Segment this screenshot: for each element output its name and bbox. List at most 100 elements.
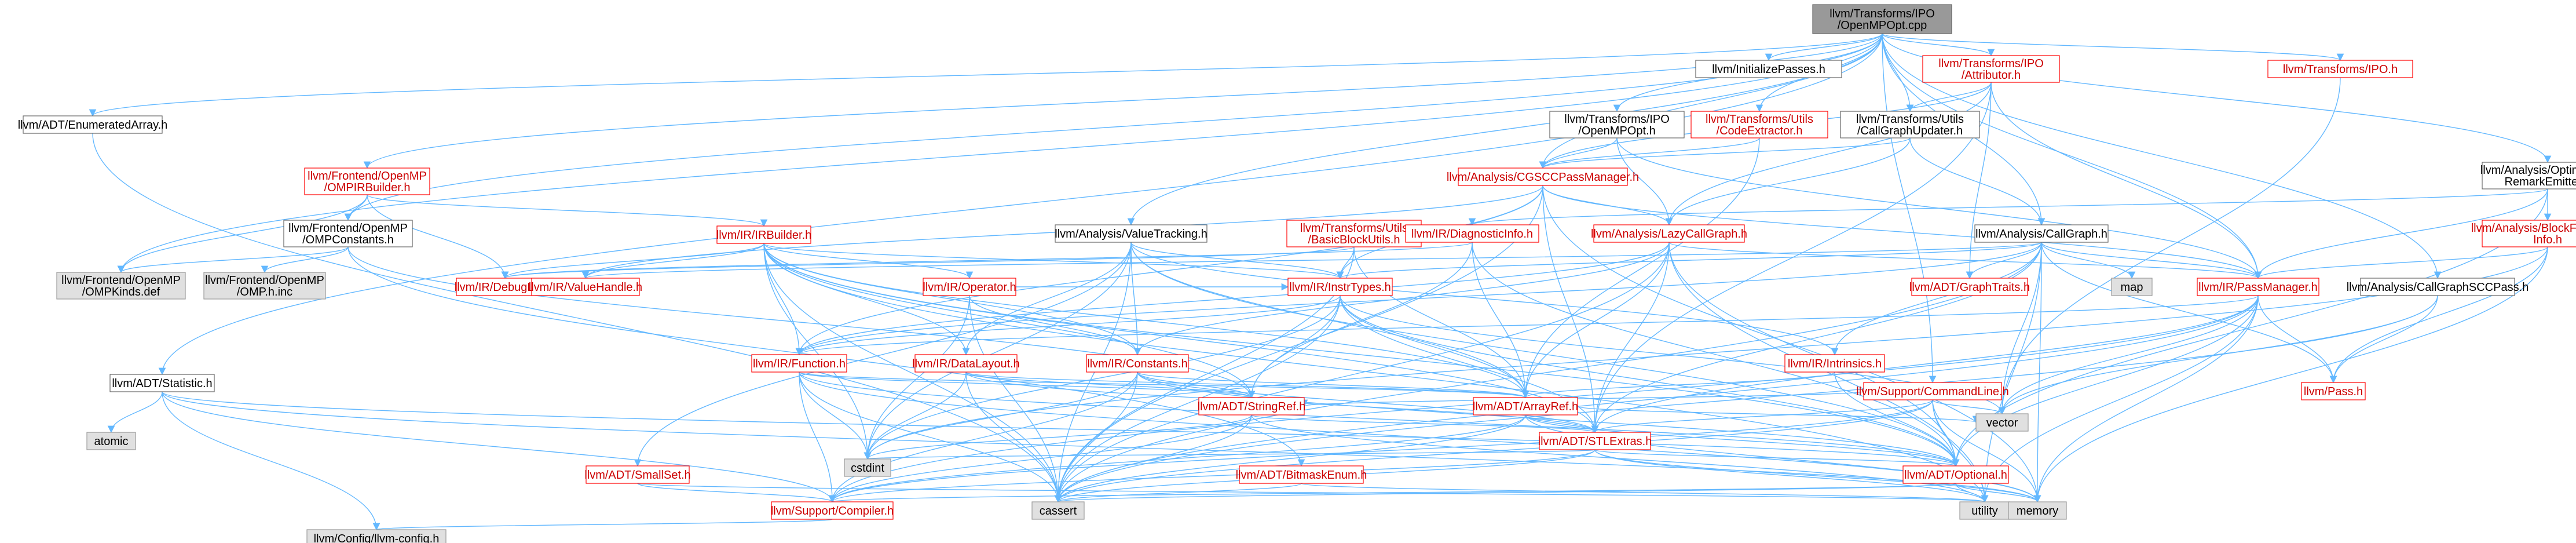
node-label: atomic: [94, 435, 129, 448]
edge-callgraph-to-valuehandle: [582, 242, 2042, 279]
node-box: [2301, 382, 2366, 400]
node-label: llvm/IR/Operator.h: [923, 281, 1016, 294]
edge-ipo-to-vector: [1998, 77, 2341, 415]
edge-bitmaskenum-to-utility: [1301, 483, 1988, 503]
node-statistic[interactable]: llvm/ADT/Statistic.h: [109, 374, 215, 392]
node-pass[interactable]: llvm/Pass.h: [2301, 382, 2366, 400]
node-cgsccpass[interactable]: llvm/Analysis/CallGraphSCCPass.h: [2347, 278, 2529, 296]
node-insttypes[interactable]: llvm/IR/InstrTypes.h: [1287, 278, 1393, 296]
node-optional[interactable]: llvm/ADT/Optional.h: [1902, 465, 2009, 484]
node-constants[interactable]: llvm/IR/Constants.h: [1086, 354, 1189, 373]
edge-function-to-optional: [799, 371, 1959, 467]
node-label: llvm/Transforms/IPO: [1938, 57, 2044, 70]
edge-callgraph-to-insttypes: [1337, 242, 2042, 279]
node-ipo[interactable]: llvm/Transforms/IPO.h: [2267, 60, 2413, 78]
edge-smallset-to-utility: [637, 483, 1988, 503]
node-ore[interactable]: llvm/Analysis/OptimizationRemarkEmitter.…: [2480, 162, 2576, 189]
edge-valuetracking-to-constants: [1130, 242, 1141, 356]
node-map[interactable]: map: [2111, 278, 2153, 296]
node-label: llvm/ADT/Optional.h: [1904, 469, 2007, 482]
node-label: RemarkEmitter.h: [2505, 176, 2576, 188]
edge-stringref-to-stlextras: [1251, 414, 1598, 433]
node-box: [23, 115, 163, 134]
node-attributor[interactable]: llvm/Transforms/IPO/Attributor.h: [1922, 55, 2060, 83]
node-basicblockutils[interactable]: llvm/Transforms/Utils/BasicBlockUtils.h: [1286, 220, 1422, 247]
node-cstdint[interactable]: cstdint: [844, 458, 891, 477]
node-function[interactable]: llvm/IR/Function.h: [751, 354, 847, 373]
node-valuetracking[interactable]: llvm/Analysis/ValueTracking.h: [1055, 224, 1208, 243]
node-vector[interactable]: vector: [1975, 413, 2029, 432]
node-initpasses[interactable]: llvm/InitializePasses.h: [1695, 60, 1842, 78]
node-box: [1473, 397, 1578, 416]
node-label: llvm/IR/DebugLoc.h: [455, 281, 556, 294]
node-stlextras[interactable]: llvm/ADT/STLExtras.h: [1538, 432, 1652, 450]
edge-attributor-to-passmanager: [1990, 82, 2262, 279]
node-box: [1458, 167, 1628, 186]
edge-insttypes-to-function: [795, 295, 1341, 356]
edge-stlextras-to-optional: [1594, 449, 1959, 467]
node-label: llvm/IR/PassManager.h: [2198, 281, 2318, 294]
node-graphtraits[interactable]: llvm/ADT/GraphTraits.h: [1909, 278, 2030, 296]
node-box: [1593, 224, 1745, 243]
node-label: llvm/ADT/SmallSet.h: [584, 469, 690, 482]
node-root[interactable]: llvm/Transforms/IPO/OpenMPOpt.cpp: [1812, 4, 1952, 34]
node-diaginfo[interactable]: llvm/IR/DiagnosticInfo.h: [1405, 224, 1539, 243]
node-commandline[interactable]: llvm/Support/CommandLine.h: [1856, 382, 2009, 400]
node-label: llvm/Support/Compiler.h: [771, 505, 894, 518]
node-stringref[interactable]: llvm/ADT/StringRef.h: [1198, 397, 1306, 416]
node-label: llvm/Transforms/IPO: [1564, 113, 1670, 126]
node-box: [751, 354, 847, 373]
node-cassert[interactable]: cassert: [1031, 501, 1085, 520]
edge-callgraph-to-memory: [2033, 242, 2042, 503]
node-box: [2197, 278, 2319, 296]
node-operator[interactable]: llvm/IR/Operator.h: [923, 278, 1016, 296]
node-label: llvm/Transforms/IPO: [1829, 8, 1935, 20]
node-irbuilder[interactable]: llvm/IR/IRBuilder.h: [716, 225, 812, 244]
edge-arrayref-to-cassert: [1054, 414, 1526, 503]
node-callgraph[interactable]: llvm/Analysis/CallGraph.h: [1974, 224, 2109, 243]
edge-irbuilder-to-function: [763, 243, 803, 356]
edge-openmpopth-to-lazycg: [1616, 137, 1673, 226]
edge-irbuilder-to-stringref: [763, 243, 1256, 399]
node-box: [1031, 501, 1085, 520]
node-box: [1405, 224, 1539, 243]
node-intrinsics[interactable]: llvm/IR/Intrinsics.h: [1784, 354, 1885, 373]
node-box: [1974, 224, 2109, 243]
node-llvmconfig[interactable]: llvm/Config/llvm-config.h: [306, 529, 447, 543]
edge-root-to-attributor: [1882, 33, 1995, 57]
node-codeextractor[interactable]: llvm/Transforms/Utils/CodeExtractor.h: [1690, 111, 1828, 139]
node-bfi[interactable]: llvm/Analysis/BlockFrequencyInfo.h: [2471, 220, 2576, 247]
edge-datalayout-to-arrayref: [965, 371, 1529, 399]
node-ompkinds[interactable]: llvm/Frontend/OpenMP/OMPKinds.def: [56, 272, 186, 300]
node-compiler[interactable]: llvm/Support/Compiler.h: [771, 501, 894, 520]
edge-stringref-to-compiler: [828, 414, 1252, 503]
node-box: [1198, 397, 1305, 416]
node-cgscc[interactable]: llvm/Analysis/CGSCCPassManager.h: [1447, 167, 1639, 186]
node-box: [203, 272, 326, 300]
node-ompconstants[interactable]: llvm/Frontend/OpenMP/OMPConstants.h: [283, 220, 413, 247]
edge-function-to-compiler: [799, 371, 836, 503]
node-ompirbuilder[interactable]: llvm/Frontend/OpenMP/OMPIRBuilder.h: [304, 167, 430, 195]
node-bitmaskenum[interactable]: llvm/ADT/BitmaskEnum.h: [1236, 465, 1367, 484]
node-valuehandle[interactable]: llvm/IR/ValueHandle.h: [529, 278, 642, 296]
node-passmanager[interactable]: llvm/IR/PassManager.h: [2197, 278, 2319, 296]
edge-arrayref-to-stlextras: [1525, 414, 1599, 433]
node-arrayref[interactable]: llvm/ADT/ArrayRef.h: [1473, 397, 1578, 416]
edge-root-to-ompkinds: [117, 33, 1883, 274]
node-memory[interactable]: memory: [2008, 501, 2067, 520]
node-atomic[interactable]: atomic: [86, 432, 136, 450]
node-box: [2360, 278, 2515, 296]
node-enumarray[interactable]: llvm/ADT/EnumeratedArray.h: [18, 115, 168, 134]
node-cgupdater[interactable]: llvm/Transforms/Utils/CallGraphUpdater.h: [1840, 111, 1980, 139]
node-label: /OMPKinds.def: [82, 286, 160, 298]
edge-root-to-enumarray: [89, 33, 1883, 117]
node-box: [844, 458, 891, 477]
node-datalayout[interactable]: llvm/IR/DataLayout.h: [912, 354, 1020, 373]
node-label: utility: [1971, 505, 1998, 518]
node-label: /OMPIRBuilder.h: [324, 181, 411, 194]
node-smallset[interactable]: llvm/ADT/SmallSet.h: [584, 465, 691, 484]
node-lazycg[interactable]: llvm/Analysis/LazyCallGraph.h: [1591, 224, 1747, 243]
node-utility[interactable]: utility: [1959, 501, 2010, 520]
node-ompinc[interactable]: llvm/Frontend/OpenMP/OMP.h.inc: [203, 272, 326, 300]
node-openmpopth[interactable]: llvm/Transforms/IPO/OpenMPOpt.h: [1549, 111, 1685, 139]
